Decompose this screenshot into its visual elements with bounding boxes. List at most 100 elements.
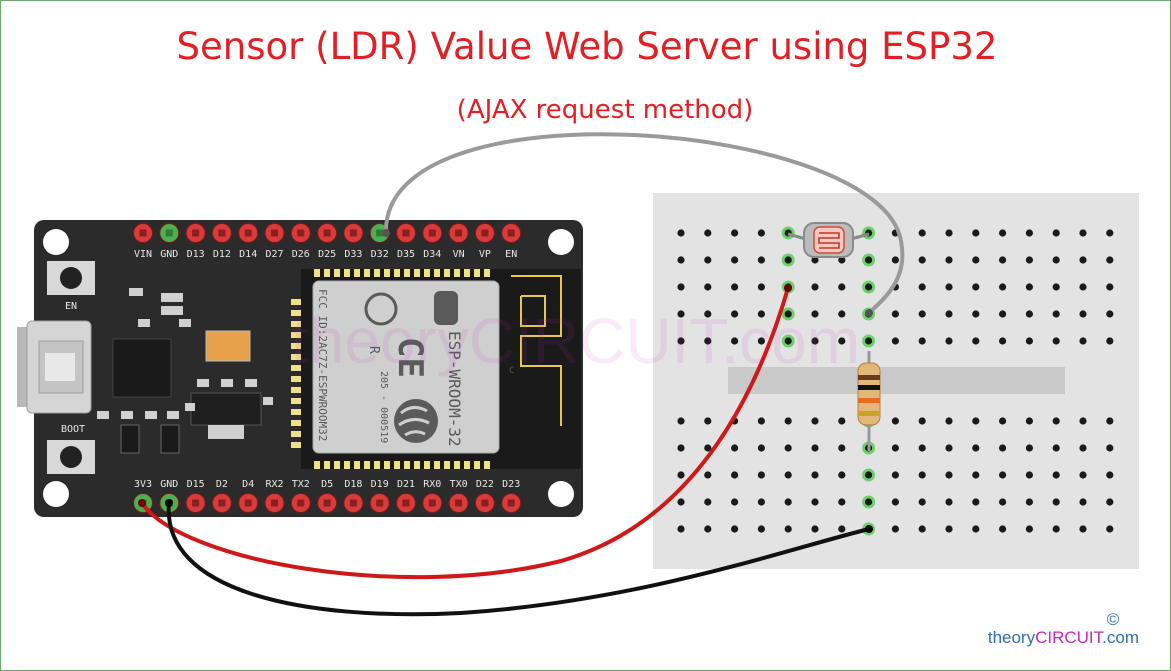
breadboard-hole bbox=[838, 310, 846, 318]
wire-end bbox=[784, 284, 792, 292]
breadboard-hole bbox=[891, 310, 900, 318]
pin-label-d14: D14 bbox=[239, 249, 257, 260]
pin-label-gnd: GND bbox=[160, 479, 178, 490]
breadboard-hole bbox=[811, 417, 819, 425]
credit-part-theory: theory bbox=[988, 628, 1036, 647]
breadboard-hole bbox=[999, 310, 1007, 318]
breadboard-hole bbox=[704, 283, 712, 291]
breadboard-hole bbox=[891, 525, 900, 533]
breadboard-hole bbox=[1106, 256, 1114, 264]
breadboard-hole bbox=[1025, 444, 1033, 452]
breadboard-hole bbox=[1079, 471, 1087, 479]
breadboard-hole bbox=[704, 337, 712, 345]
breadboard-hole bbox=[945, 256, 953, 264]
breadboard-hole bbox=[1106, 498, 1114, 506]
pin-label-d27: D27 bbox=[265, 249, 283, 260]
breadboard-hole bbox=[811, 283, 819, 291]
breadboard-hole bbox=[811, 525, 819, 533]
breadboard-center-channel bbox=[728, 367, 1065, 394]
wire-gray-d32-to-ldr bbox=[383, 132, 905, 315]
transistor bbox=[120, 424, 140, 454]
breadboard-hole bbox=[677, 337, 685, 345]
usb-uart-chip bbox=[112, 338, 172, 398]
breadboard-hole bbox=[677, 283, 685, 291]
pin-label-vn: VN bbox=[453, 249, 465, 260]
breadboard-hole bbox=[757, 283, 766, 291]
breadboard-hole bbox=[838, 283, 846, 291]
wire-end bbox=[382, 229, 390, 237]
breadboard-hole bbox=[784, 471, 792, 479]
breadboard-hole bbox=[1052, 498, 1060, 506]
pin-label-d5: D5 bbox=[321, 479, 333, 490]
breadboard-hole bbox=[1106, 444, 1114, 452]
breadboard-hole bbox=[757, 256, 766, 264]
pin-label-d19: D19 bbox=[371, 479, 389, 490]
mounting-hole bbox=[548, 481, 574, 507]
breadboard-hole bbox=[784, 337, 792, 345]
breadboard-hole bbox=[918, 256, 926, 264]
breadboard-hole bbox=[677, 417, 685, 425]
breadboard-hole bbox=[918, 283, 926, 291]
breadboard-hole bbox=[972, 444, 980, 452]
mounting-hole bbox=[43, 481, 69, 507]
pin-label-rx0: RX0 bbox=[423, 479, 441, 490]
breadboard-hole bbox=[999, 498, 1007, 506]
pin-label-d12: D12 bbox=[213, 249, 231, 260]
breadboard-hole bbox=[677, 310, 685, 318]
transistor bbox=[160, 424, 180, 454]
module-code-text: 205 - 000519 bbox=[378, 371, 389, 443]
breadboard-hole bbox=[677, 525, 685, 533]
breadboard-hole bbox=[784, 310, 792, 318]
breadboard-hole bbox=[704, 444, 712, 452]
capacitor bbox=[205, 330, 251, 362]
breadboard-hole bbox=[972, 417, 980, 425]
breadboard-hole bbox=[1106, 525, 1114, 533]
breadboard-hole bbox=[704, 417, 712, 425]
pin-label-d18: D18 bbox=[344, 479, 362, 490]
breadboard-hole bbox=[784, 444, 792, 452]
pin-label-d32: D32 bbox=[371, 249, 389, 260]
breadboard-hole bbox=[891, 417, 900, 425]
pin-label-vin: VIN bbox=[134, 249, 152, 260]
breadboard-hole bbox=[865, 283, 873, 291]
module-fcc-text: FCC ID:2AC7Z-ESPWROOM32 bbox=[316, 289, 329, 441]
regulator-tab bbox=[208, 425, 244, 439]
voltage-regulator bbox=[190, 392, 262, 426]
breadboard-hole bbox=[1079, 525, 1087, 533]
breadboard-hole bbox=[1025, 471, 1033, 479]
breadboard-hole bbox=[972, 310, 980, 318]
breadboard-hole bbox=[838, 498, 846, 506]
breadboard-hole bbox=[811, 498, 819, 506]
breadboard-hole bbox=[731, 525, 739, 533]
breadboard-hole bbox=[1106, 337, 1114, 345]
breadboard-hole bbox=[1079, 444, 1087, 452]
breadboard-hole bbox=[757, 337, 766, 345]
resistor bbox=[857, 351, 881, 451]
breadboard-hole bbox=[704, 525, 712, 533]
wire-end bbox=[138, 499, 146, 507]
breadboard-hole bbox=[891, 444, 900, 452]
breadboard-hole bbox=[757, 471, 766, 479]
breadboard-hole bbox=[999, 229, 1007, 237]
breadboard-hole bbox=[999, 471, 1007, 479]
breadboard-hole bbox=[1052, 337, 1060, 345]
breadboard-hole bbox=[1106, 229, 1114, 237]
breadboard-hole bbox=[731, 310, 739, 318]
breadboard-hole bbox=[999, 283, 1007, 291]
breadboard-hole bbox=[731, 471, 739, 479]
breadboard-hole bbox=[1052, 256, 1060, 264]
pin-label-rx2: RX2 bbox=[265, 479, 283, 490]
breadboard-hole bbox=[1025, 525, 1033, 533]
credit-part-circuit: CIRCUIT bbox=[1035, 628, 1104, 647]
breadboard-hole bbox=[1079, 256, 1087, 264]
breadboard-hole bbox=[891, 498, 900, 506]
pin-label-d4: D4 bbox=[242, 479, 254, 490]
breadboard-hole bbox=[784, 417, 792, 425]
breadboard-hole bbox=[918, 417, 926, 425]
breadboard-hole bbox=[677, 498, 685, 506]
breadboard-hole bbox=[677, 444, 685, 452]
breadboard-hole bbox=[1079, 229, 1087, 237]
module-ce-mark: CE bbox=[390, 337, 430, 378]
breadboard-hole bbox=[1052, 310, 1060, 318]
pin-label-d34: D34 bbox=[423, 249, 441, 260]
